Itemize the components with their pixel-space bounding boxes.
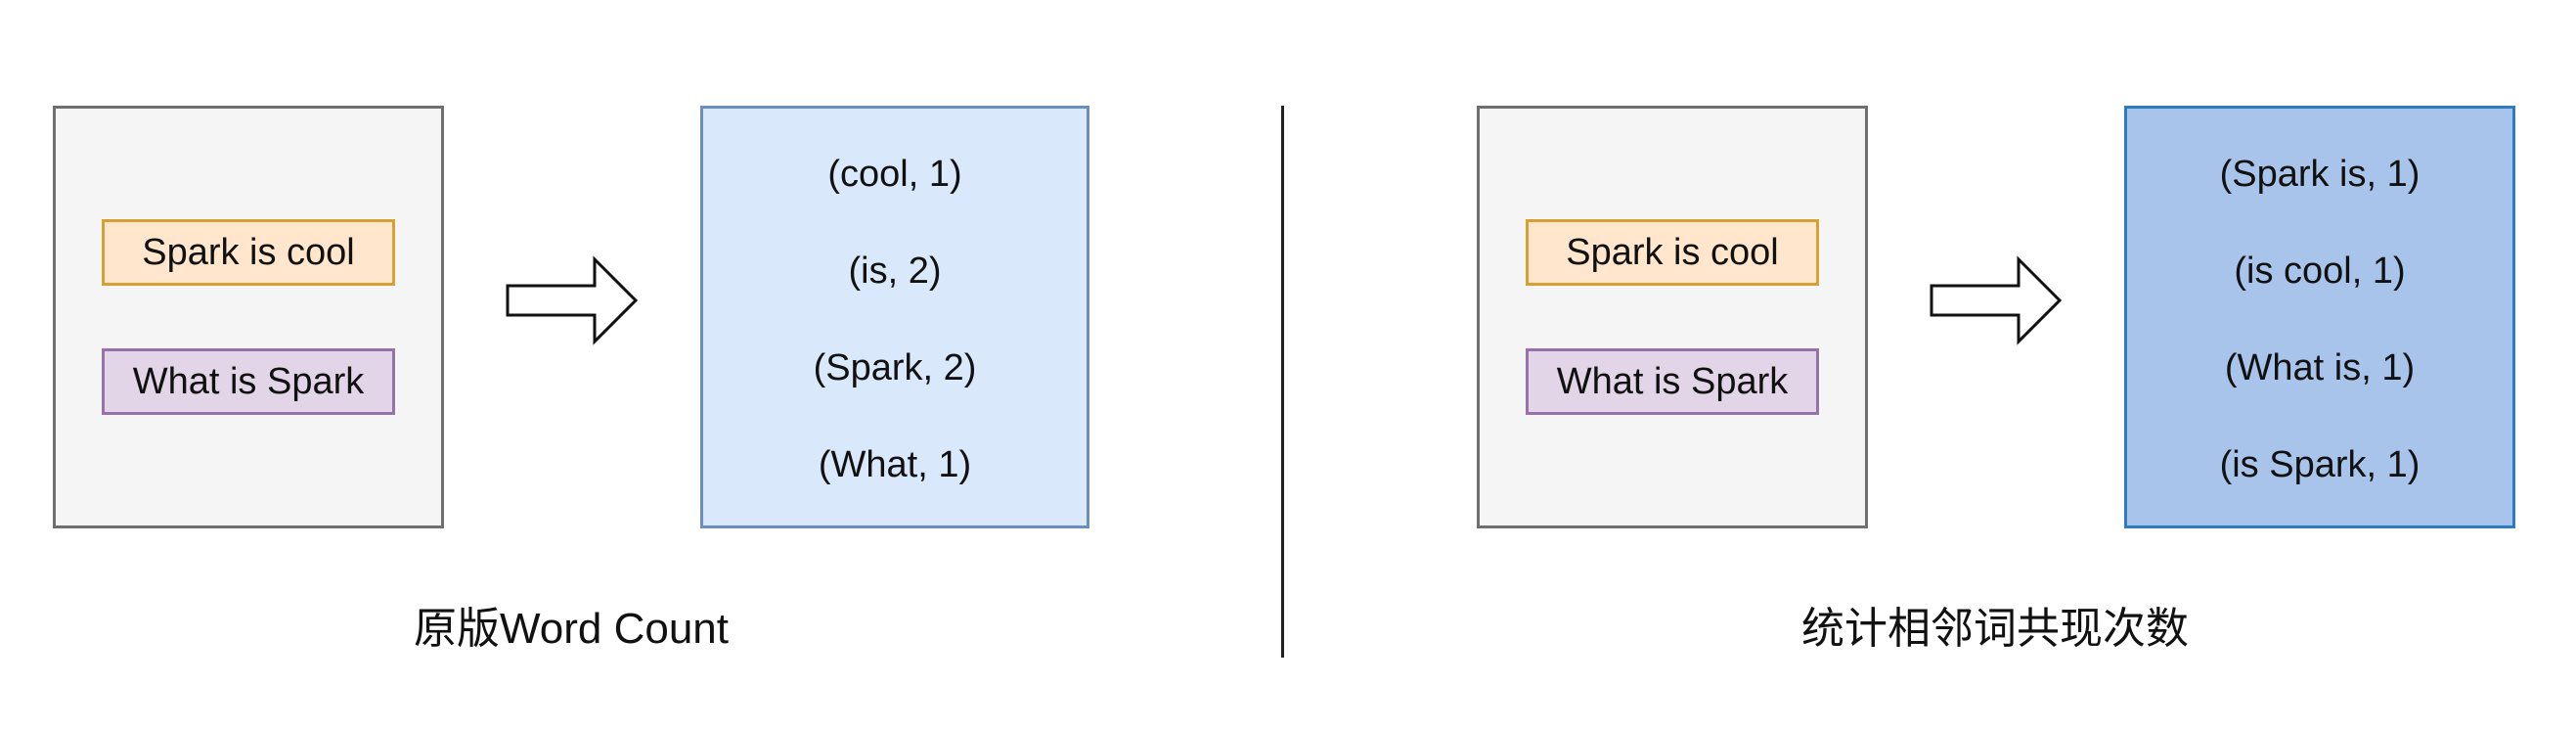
- right-sentence-spark-is-cool: Spark is cool: [1526, 219, 1819, 286]
- left-result-item: (is, 2): [848, 250, 942, 292]
- left-result-item: (Spark, 2): [813, 346, 977, 388]
- right-input-panel: [1477, 106, 1868, 528]
- vertical-divider: [1281, 106, 1284, 658]
- right-output-panel: (Spark is, 1) (is cool, 1) (What is, 1) …: [2124, 106, 2515, 528]
- left-sentence-what-is-spark: What is Spark: [102, 348, 395, 415]
- right-result-item: (is cool, 1): [2234, 250, 2406, 292]
- left-result-item: (cool, 1): [827, 153, 962, 195]
- left-caption: 原版Word Count: [414, 605, 729, 653]
- left-result-item: (What, 1): [818, 443, 972, 485]
- left-output-panel: (cool, 1) (is, 2) (Spark, 2) (What, 1): [700, 106, 1089, 528]
- right-result-item: (What is, 1): [2224, 346, 2416, 388]
- left-sentence-spark-is-cool: Spark is cool: [102, 219, 395, 286]
- arrow-right-icon: [505, 254, 642, 346]
- right-result-item: (is Spark, 1): [2219, 443, 2421, 485]
- right-sentence-what-is-spark: What is Spark: [1526, 348, 1819, 415]
- arrow-right-icon: [1929, 254, 2065, 346]
- right-caption: 统计相邻词共现次数: [1801, 605, 2189, 653]
- left-input-panel: [53, 106, 444, 528]
- right-result-item: (Spark is, 1): [2219, 153, 2421, 195]
